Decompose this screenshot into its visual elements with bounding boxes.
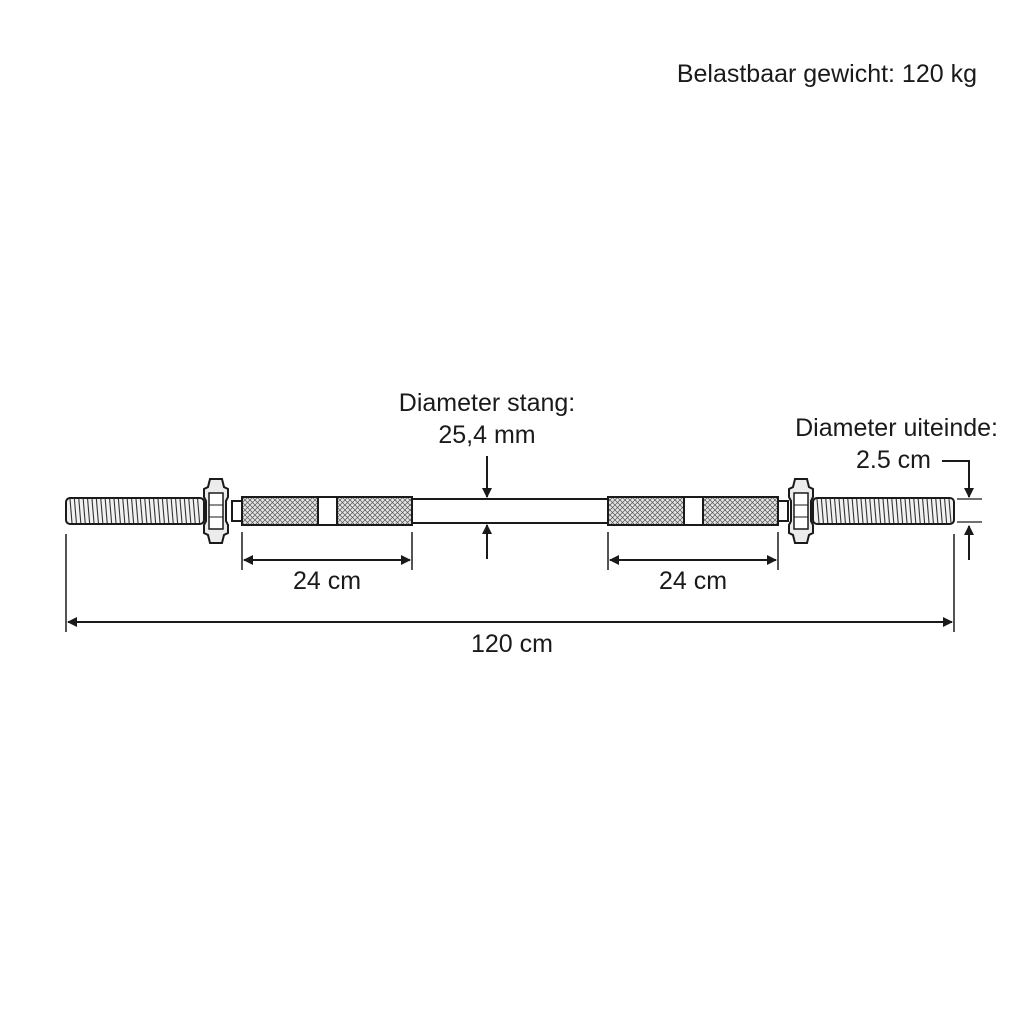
thread-line <box>78 498 82 524</box>
right-grip-gap <box>683 496 704 526</box>
thread-line <box>891 498 895 524</box>
thread-line <box>917 498 921 524</box>
thread-line <box>913 498 917 524</box>
thread-line <box>935 498 939 524</box>
right-grip-knurl-a <box>607 496 685 526</box>
thread-line <box>153 498 157 524</box>
thread-line <box>930 498 934 524</box>
thread-line <box>197 498 201 524</box>
thread-line <box>148 498 152 524</box>
thread-line <box>944 498 948 524</box>
thread-line <box>922 498 926 524</box>
left-grip-knurl-a <box>241 496 319 526</box>
thread-line <box>816 498 820 524</box>
bar-diameter-label: Diameter stang: <box>399 389 575 417</box>
thread-line <box>878 498 882 524</box>
thread-line <box>73 498 77 524</box>
left-grip-gap <box>317 496 338 526</box>
thread-line <box>144 498 148 524</box>
thread-line <box>904 498 908 524</box>
thread-line <box>856 498 860 524</box>
end-diameter-leader <box>942 460 970 470</box>
right-threaded-sleeve <box>812 497 955 525</box>
thread-line <box>895 498 899 524</box>
thread-line <box>157 498 161 524</box>
thread-line <box>117 498 121 524</box>
thread-line <box>170 498 174 524</box>
thread-line <box>886 498 890 524</box>
thread-line <box>847 498 851 524</box>
left-collar <box>203 478 229 544</box>
thread-line <box>139 498 143 524</box>
end-diameter-label: Diameter uiteinde: <box>795 414 998 442</box>
thread-line <box>864 498 868 524</box>
thread-line <box>135 498 139 524</box>
thread-line <box>113 498 117 524</box>
thread-line <box>939 498 943 524</box>
thread-line <box>82 498 86 524</box>
center-shaft <box>409 498 611 524</box>
thread-line <box>192 498 196 524</box>
barbell <box>65 478 955 544</box>
thread-line <box>161 498 165 524</box>
thread-line <box>948 498 952 524</box>
thread-line <box>869 498 873 524</box>
left-grip-length: 24 cm <box>293 567 361 595</box>
thread-line <box>122 498 126 524</box>
right-grip-knurl-b <box>702 496 779 526</box>
thread-line <box>126 498 130 524</box>
thread-line <box>825 498 829 524</box>
thread-line <box>842 498 846 524</box>
thread-line <box>860 498 864 524</box>
thread-line <box>179 498 183 524</box>
thread-line <box>838 498 842 524</box>
thread-line <box>175 498 179 524</box>
thread-line <box>882 498 886 524</box>
thread-line <box>100 498 104 524</box>
end-diameter-value: 2.5 cm <box>856 446 931 474</box>
thread-line <box>820 498 824 524</box>
thread-line <box>188 498 192 524</box>
thread-line <box>834 498 838 524</box>
left-threaded-sleeve <box>65 497 205 525</box>
sleeve-body <box>65 497 205 525</box>
thread-line <box>851 498 855 524</box>
thread-line <box>908 498 912 524</box>
thread-line <box>109 498 113 524</box>
thread-line <box>926 498 930 524</box>
thread-line <box>131 498 135 524</box>
right-collar <box>788 478 814 544</box>
right-grip-length: 24 cm <box>659 567 727 595</box>
thread-line <box>95 498 99 524</box>
thread-line <box>873 498 877 524</box>
thread-line <box>166 498 170 524</box>
total-length: 120 cm <box>471 630 553 658</box>
thread-line <box>829 498 833 524</box>
thread-line <box>183 498 187 524</box>
bar-diameter-value: 25,4 mm <box>438 421 535 449</box>
thread-line <box>91 498 95 524</box>
capacity-label: Belastbaar gewicht: 120 kg <box>677 60 977 88</box>
thread-line <box>69 498 73 524</box>
thread-line <box>104 498 108 524</box>
left-grip-knurl-b <box>336 496 413 526</box>
thread-line <box>900 498 904 524</box>
thread-line <box>87 498 91 524</box>
